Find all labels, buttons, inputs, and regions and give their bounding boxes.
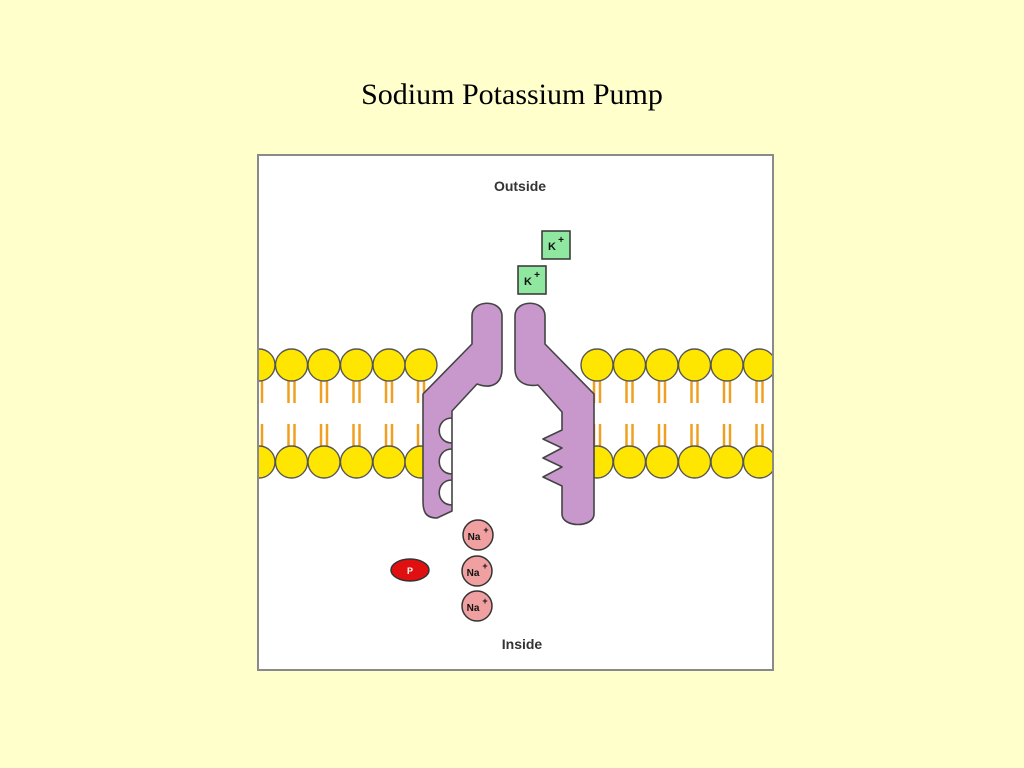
lipid-head: [339, 348, 374, 382]
charge-sign: +: [482, 561, 487, 571]
phosphate-label: P: [407, 566, 413, 576]
lipid-head: [710, 445, 744, 479]
inside-label: Inside: [501, 636, 543, 652]
pump-protein-right: [514, 302, 595, 526]
lipid-head: [372, 445, 406, 479]
charge-sign: +: [558, 235, 564, 246]
lipid-head: [580, 348, 614, 382]
sodium-ion-label: Na: [468, 532, 481, 543]
lipid-head: [259, 348, 276, 382]
lipid-head: [307, 445, 341, 479]
lipid-head: [612, 348, 647, 382]
lipid-head: [677, 445, 712, 479]
pump-diagram: K + K + Na + Na + Na +: [259, 230, 772, 622]
lipid-head: [710, 348, 744, 382]
slide-title: Sodium Potassium Pump: [361, 78, 663, 111]
charge-sign: +: [483, 525, 488, 535]
lipid-head: [372, 348, 406, 382]
sodium-ion-label: Na: [467, 603, 480, 614]
sodium-ion-2: Na +: [461, 555, 493, 587]
outside-label: Outside: [493, 178, 547, 194]
diagram-panel: K + K + Na + Na + Na +: [257, 154, 774, 671]
lipid-head: [645, 445, 679, 479]
sodium-ion-1: Na +: [462, 519, 494, 551]
pump-protein-left: [422, 302, 503, 519]
lipid-head: [259, 445, 276, 479]
lipid-head: [742, 348, 772, 382]
lipid-head: [742, 445, 772, 479]
sodium-ion-label: Na: [467, 568, 480, 579]
potassium-ion-1: K +: [541, 230, 571, 260]
lipid-head: [274, 445, 309, 479]
lipid-head: [612, 445, 647, 479]
potassium-ion-2: K +: [517, 265, 547, 295]
sodium-ion-3: Na +: [461, 590, 493, 622]
phosphate-group: P: [390, 558, 430, 582]
lipid-head: [274, 348, 309, 382]
lipid-tails: [260, 379, 764, 448]
charge-sign: +: [534, 270, 540, 281]
lipid-head: [404, 348, 438, 382]
lipid-head: [677, 348, 712, 382]
lipid-head: [307, 348, 341, 382]
lipid-head: [645, 348, 679, 382]
potassium-ion-label: K: [524, 276, 532, 288]
charge-sign: +: [482, 596, 487, 606]
potassium-ion-label: K: [548, 241, 556, 253]
lipid-head: [339, 445, 374, 479]
